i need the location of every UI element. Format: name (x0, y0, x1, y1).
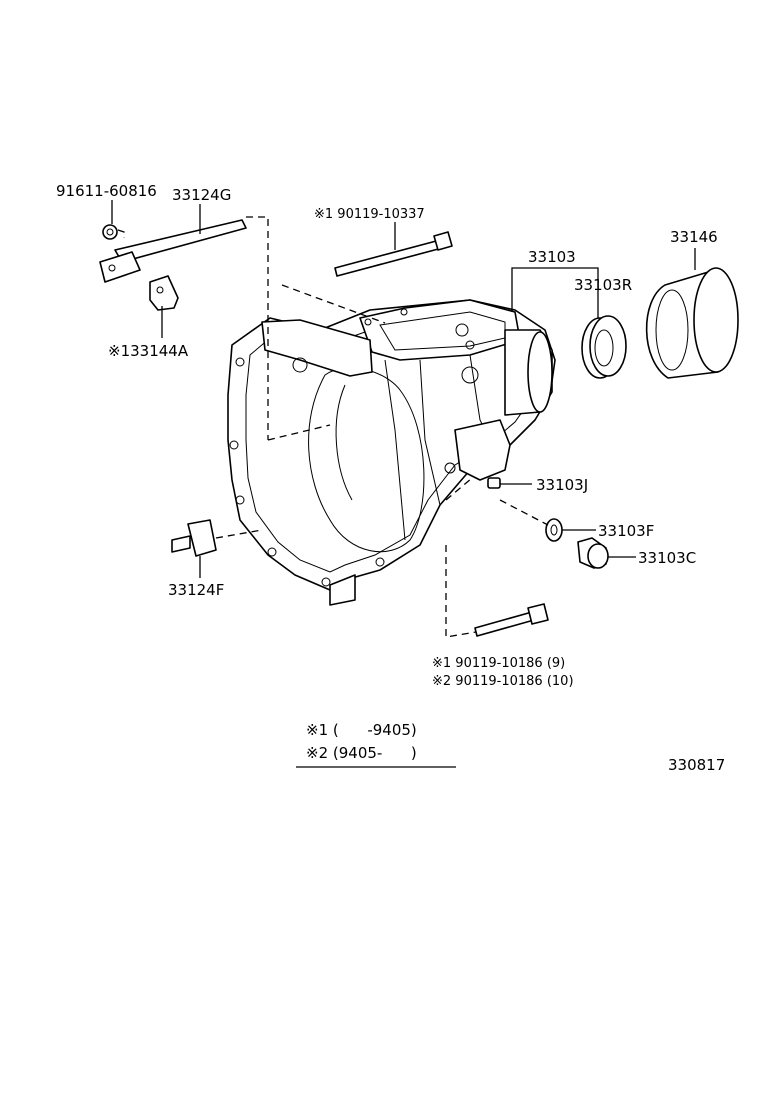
sensor-33124F (171, 519, 217, 557)
label-33103: 33103 (528, 248, 576, 266)
plug-33103C (577, 537, 609, 569)
assembly-lines (117, 216, 549, 638)
nut-91611 (102, 224, 118, 240)
label-33124G: 33124G (172, 186, 231, 204)
bracket-33124G (99, 219, 247, 283)
bolt-90119-10186 (474, 603, 549, 637)
bolt-90119-10337 (334, 231, 453, 277)
label-33103R: 33103R (574, 276, 632, 294)
label-33146: 33146 (670, 228, 718, 246)
legend-line-1: ※1 ( -9405) (306, 721, 417, 739)
label-90119-10186-9: ※1 90119-10186 (9) (432, 656, 565, 671)
washer-33103F (545, 518, 563, 542)
bearing-33103R (581, 315, 627, 379)
label-33124F: 33124F (168, 581, 224, 599)
label-90119-10186-10: ※2 90119-10186 (10) (432, 674, 574, 689)
legend: ※1 ( -9405) ※2 (9405- ) (306, 721, 417, 762)
transmission-case (227, 299, 556, 606)
label-33103F: 33103F (598, 522, 654, 540)
leader-lines (111, 200, 696, 768)
label-33103J: 33103J (536, 476, 588, 494)
label-33103C: 33103C (638, 549, 696, 567)
pin-33103J (487, 477, 501, 489)
label-90119-10337: ※1 90119-10337 (314, 207, 425, 222)
label-133144A: ※133144A (108, 342, 189, 360)
plate-133144A (149, 275, 179, 311)
part-labels: 91611-60816 33124G ※1 90119-10337 ※13314… (56, 182, 718, 689)
seal-33146 (645, 267, 739, 379)
label-91611-60816: 91611-60816 (56, 182, 157, 200)
legend-line-2: ※2 (9405- ) (306, 744, 417, 762)
figure-number: 330817 (668, 756, 725, 774)
